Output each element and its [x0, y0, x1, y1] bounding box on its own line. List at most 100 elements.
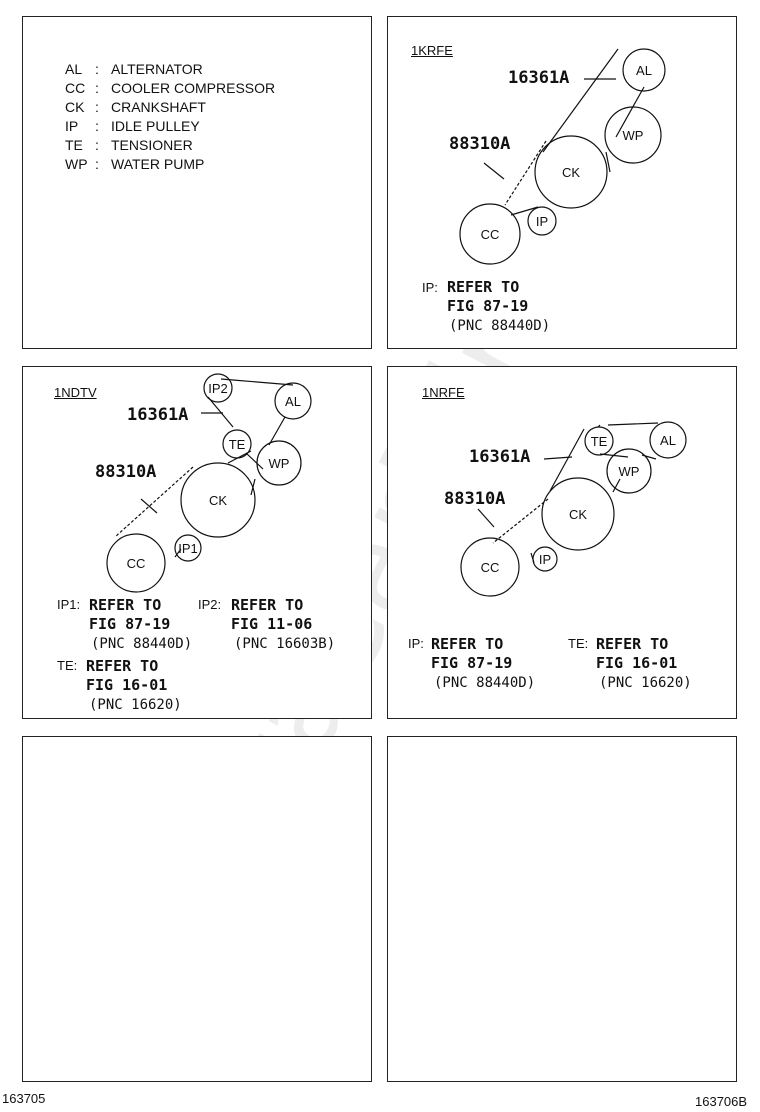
footer-left-code: 163705 — [2, 1091, 46, 1106]
pulley-cc — [460, 537, 520, 597]
empty-panel-left — [22, 736, 372, 1082]
part-number-16361a: 16361A — [127, 405, 189, 425]
pulley-label-ip: IP — [536, 214, 548, 229]
panel-1nrfe: 1NRFE TE AL WP CK IP CC — [387, 366, 737, 719]
note-key-te: TE: — [57, 658, 78, 673]
note-fig: FIG 87-19 — [89, 615, 171, 633]
legend-desc: IDLE PULLEY — [111, 118, 200, 134]
legend-panel: AL : ALTERNATOR CC : COOLER COMPRESSOR C… — [22, 16, 372, 349]
part-number-88310a: 88310A — [95, 462, 157, 482]
belt-segment — [492, 498, 549, 544]
legend-desc: TENSIONER — [111, 137, 193, 153]
legend-abbr: TE — [65, 137, 83, 153]
leader-line — [483, 162, 505, 180]
belt-segment — [114, 466, 194, 538]
belt-segment — [615, 86, 645, 138]
pulley-ck — [180, 462, 256, 538]
belt-segment — [542, 48, 619, 153]
belt-diagram-1krfe: AL WP CK IP CC — [459, 48, 666, 265]
legend-colon: : — [95, 80, 99, 96]
note-refer: REFER TO — [596, 635, 669, 653]
pulley-label-te: TE — [229, 437, 246, 452]
part-number-88310a: 88310A — [444, 489, 506, 509]
note-key-ip: IP: — [408, 636, 424, 651]
note-refer: REFER TO — [89, 596, 162, 614]
leader-line — [543, 456, 573, 460]
pulley-label-ip1: IP1 — [178, 541, 198, 556]
belt-segment — [549, 428, 585, 492]
legend-desc: COOLER COMPRESSOR — [111, 80, 276, 96]
note-pnc: (PNC 88440D) — [91, 636, 193, 652]
belt-segment — [612, 478, 621, 493]
note-key-te: TE: — [568, 636, 589, 651]
legend-colon: : — [95, 99, 99, 115]
pulley-label-ck: CK — [562, 165, 580, 180]
engine-label: 1NRFE — [422, 385, 465, 400]
belt-segment — [207, 396, 234, 428]
pulley-label-cc: CC — [127, 556, 146, 571]
note-fig: FIG 87-19 — [447, 297, 529, 315]
belt-diagram-1nrfe: TE AL WP CK IP CC — [460, 421, 687, 597]
pulley-al — [274, 382, 312, 420]
note-key-ip: IP: — [422, 280, 438, 295]
pulley-te — [584, 426, 614, 456]
pulley-al — [622, 48, 666, 92]
part-number-16361a: 16361A — [469, 447, 531, 467]
footer-right-code: 163706B — [695, 1094, 748, 1109]
note-pnc: (PNC 16620) — [599, 675, 692, 691]
note-pnc: (PNC 16620) — [89, 697, 182, 713]
legend-desc: WATER PUMP — [111, 156, 205, 172]
pulley-label-wp: WP — [619, 464, 640, 479]
pulley-label-al: AL — [660, 433, 676, 448]
pulley-label-al: AL — [285, 394, 301, 409]
pulley-te — [222, 429, 252, 459]
panel-1ndtv: 1NDTV IP2 AL TE WP CK IP1 — [22, 366, 372, 719]
legend-colon: : — [95, 61, 99, 77]
belt-diagram-1ndtv: IP2 AL TE WP CK IP1 CC — [106, 373, 312, 593]
engine-label: 1NDTV — [54, 385, 97, 400]
pulley-wp — [256, 440, 302, 486]
legend-abbr: IP — [65, 118, 79, 134]
leader-line — [140, 498, 158, 514]
pulley-ip1 — [174, 534, 202, 562]
part-number-88310a: 88310A — [449, 134, 511, 154]
belt-segment — [220, 378, 294, 386]
legend-abbr: AL — [65, 61, 83, 77]
pulley-label-ck: CK — [209, 493, 227, 508]
note-refer: REFER TO — [431, 635, 504, 653]
note-fig: FIG 11-06 — [231, 615, 313, 633]
pulley-label-cc: CC — [481, 560, 500, 575]
engine-label: 1KRFE — [411, 43, 453, 58]
note-refer: REFER TO — [447, 278, 520, 296]
belt-segment — [174, 548, 182, 558]
pulley-ip — [532, 546, 558, 572]
leader-line — [477, 508, 495, 528]
pulley-label-cc: CC — [481, 227, 500, 242]
pulley-ck — [534, 135, 608, 209]
pulley-label-ck: CK — [569, 507, 587, 522]
legend-colon: : — [95, 118, 99, 134]
pulley-label-ip: IP — [539, 552, 551, 567]
part-number-16361a: 16361A — [508, 68, 570, 88]
pulley-label-wp: WP — [623, 128, 644, 143]
note-refer: REFER TO — [86, 657, 159, 675]
note-pnc: (PNC 88440D) — [434, 675, 536, 691]
legend-abbr: CK — [65, 99, 85, 115]
pulley-label-wp: WP — [269, 456, 290, 471]
pulley-ip — [527, 206, 557, 236]
pulley-ip2 — [203, 373, 233, 403]
leader-line — [510, 206, 539, 216]
pulley-wp — [606, 448, 652, 494]
legend-colon: : — [95, 137, 99, 153]
pulley-cc — [459, 203, 521, 265]
legend-abbr: CC — [65, 80, 86, 96]
belt-segment — [504, 140, 547, 206]
note-fig: FIG 16-01 — [86, 676, 168, 694]
pulley-label-al: AL — [636, 63, 652, 78]
note-pnc: (PNC 16603B) — [234, 636, 336, 652]
pulley-wp — [604, 106, 662, 164]
note-refer: REFER TO — [231, 596, 304, 614]
legend-desc: ALTERNATOR — [111, 61, 203, 77]
belt-segment — [245, 452, 264, 470]
note-pnc: (PNC 88440D) — [449, 318, 551, 334]
